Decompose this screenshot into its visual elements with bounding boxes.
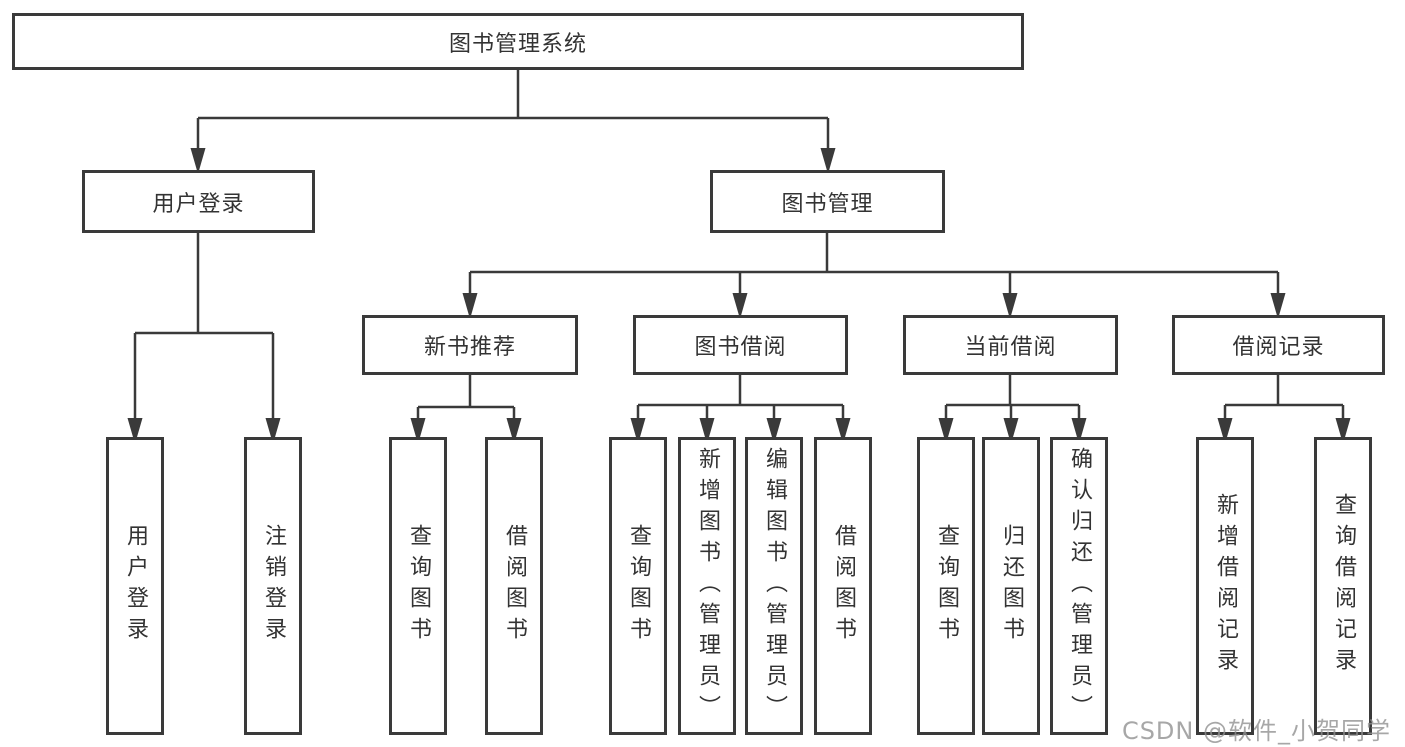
node-book-management: 图书管理 bbox=[710, 170, 945, 233]
leaf-logout: 注销登录 bbox=[244, 437, 302, 735]
connector-borrowrecord-to-leaves bbox=[1223, 375, 1345, 421]
node-new-book-recommendation: 新书推荐 bbox=[362, 315, 578, 375]
connector-currentborrow-to-leaves bbox=[944, 375, 1081, 421]
leaf-return-book: 归还图书 bbox=[982, 437, 1040, 735]
leaf-add-book-admin: 新增图书（管理员） bbox=[678, 437, 736, 735]
leaf-user-login: 用户登录 bbox=[106, 437, 164, 735]
csdn-watermark: CSDN @软件_小贺同学 bbox=[1121, 717, 1391, 745]
leaf-query-books-1: 查询图书 bbox=[389, 437, 447, 735]
connector-bookborrow-to-leaves bbox=[636, 375, 845, 421]
connector-bookmgmt-to-level3 bbox=[468, 233, 1280, 297]
leaf-add-borrow-record: 新增借阅记录 bbox=[1196, 437, 1254, 735]
node-book-borrowing: 图书借阅 bbox=[633, 315, 848, 375]
leaf-borrow-books-1: 借阅图书 bbox=[485, 437, 543, 735]
leaf-query-borrow-record: 查询借阅记录 bbox=[1314, 437, 1372, 735]
leaf-confirm-return-admin: 确认归还（管理员） bbox=[1050, 437, 1108, 735]
node-current-borrowing: 当前借阅 bbox=[903, 315, 1118, 375]
connector-newbook-to-leaves bbox=[416, 375, 516, 421]
leaf-query-books-2: 查询图书 bbox=[609, 437, 667, 735]
leaf-query-books-3: 查询图书 bbox=[917, 437, 975, 735]
connector-userlogin-to-leaves bbox=[133, 233, 275, 421]
connector-root-to-level2 bbox=[196, 70, 830, 152]
node-user-login: 用户登录 bbox=[82, 170, 315, 233]
node-borrowing-records: 借阅记录 bbox=[1172, 315, 1385, 375]
leaf-borrow-books-2: 借阅图书 bbox=[814, 437, 872, 735]
leaf-edit-book-admin: 编辑图书（管理员） bbox=[745, 437, 803, 735]
node-root-system: 图书管理系统 bbox=[12, 13, 1024, 70]
